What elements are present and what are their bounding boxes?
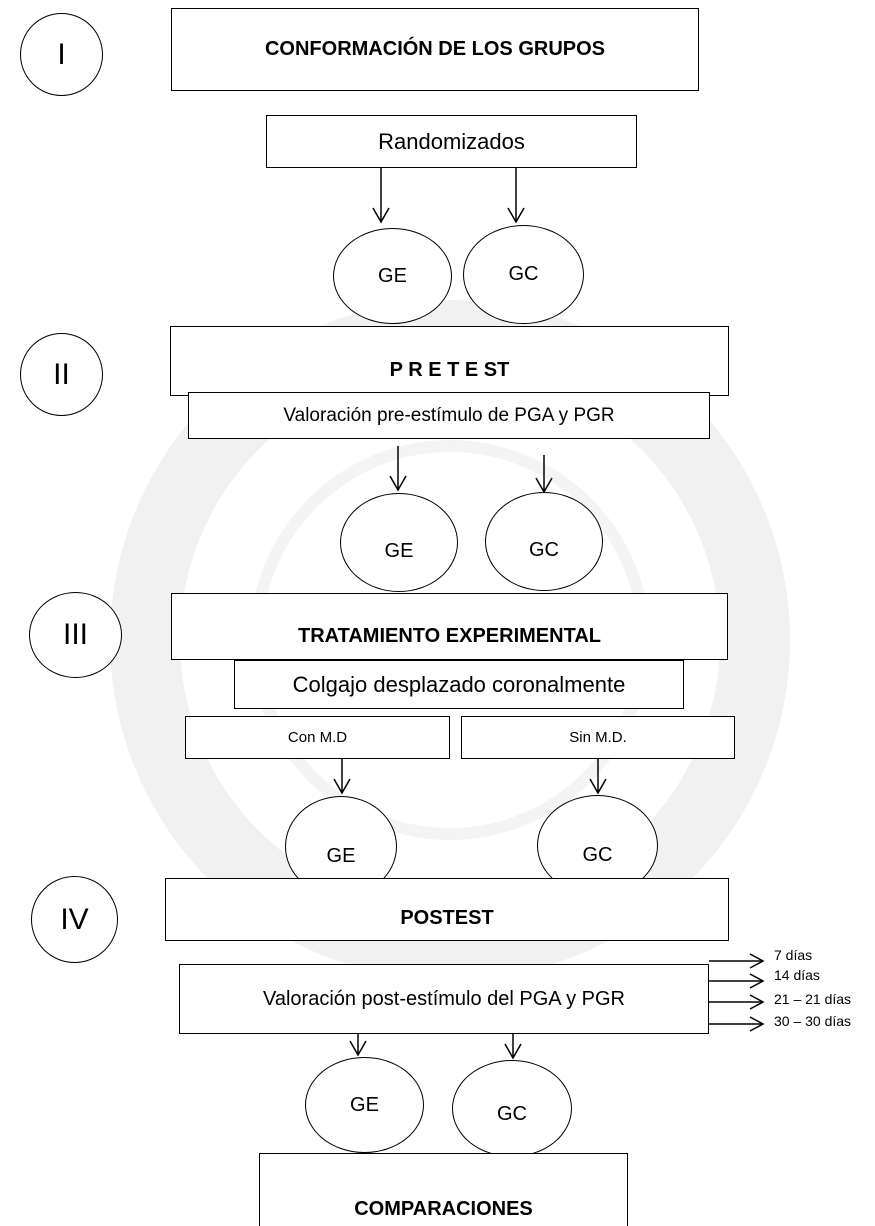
phase-4-gc-circle: GC xyxy=(452,1060,572,1157)
phase-2-ge-circle: GE xyxy=(340,493,458,592)
day-label-21: 21 – 21 días xyxy=(774,991,852,1007)
phase-1-randomized: Randomizados xyxy=(266,115,637,168)
phase-4-ge-circle: GE xyxy=(305,1057,424,1153)
phase-2-numeral: II xyxy=(20,333,103,416)
day-label-14: 14 días xyxy=(774,967,820,983)
day-label-30: 30 – 30 días xyxy=(774,1013,852,1029)
comparisons-box: COMPARACIONES xyxy=(259,1153,628,1226)
phase-3-title: TRATAMIENTO EXPERIMENTAL xyxy=(171,593,728,660)
phase-3-procedure: Colgajo desplazado coronalmente xyxy=(234,660,684,709)
phase-4-title: POSTEST xyxy=(165,878,729,941)
phase-4-numeral: IV xyxy=(31,876,118,963)
phase-1-ge-circle: GE xyxy=(333,228,452,324)
phase-3-without-md: Sin M.D. xyxy=(461,716,735,759)
phase-3-numeral: III xyxy=(29,592,122,678)
phase-2-evaluation: Valoración pre-estímulo de PGA y PGR xyxy=(188,392,710,439)
day-label-7: 7 días xyxy=(774,947,813,963)
phase-1-title: CONFORMACIÓN DE LOS GRUPOS xyxy=(171,8,699,91)
phase-2-gc-circle: GC xyxy=(485,492,603,591)
phase-1-gc-circle: GC xyxy=(463,225,584,324)
phase-4-evaluation: Valoración post-estímulo del PGA y PGR xyxy=(179,964,709,1034)
phase-2-title: P R E T E ST xyxy=(170,326,729,396)
phase-3-with-md: Con M.D xyxy=(185,716,450,759)
phase-1-numeral: I xyxy=(20,13,103,96)
